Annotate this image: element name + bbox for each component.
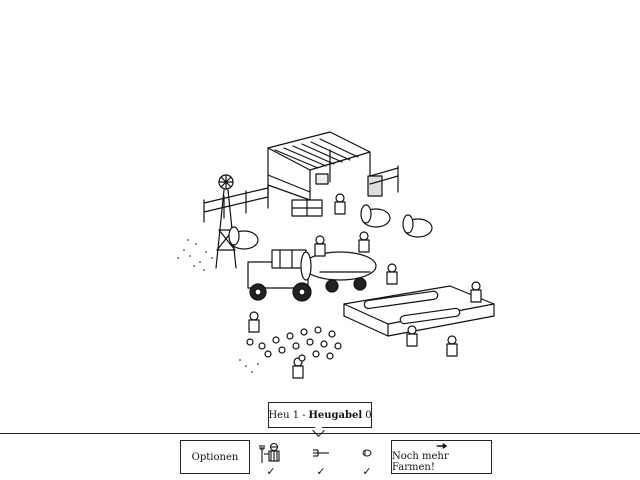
hay-icon: [362, 449, 372, 457]
farmer-with-pitchfork-icon: [259, 442, 280, 463]
tooltip-item-pitchfork-count: 0: [365, 409, 372, 421]
slot-farmer-check: ✓: [266, 465, 276, 478]
options-label: Optionen: [191, 451, 239, 463]
found-items-tooltip: Heu 1 - Heugabel 0: [268, 402, 372, 428]
fence-left: [203, 165, 399, 223]
arrow-right-icon: [436, 443, 447, 449]
target-slot-farmer[interactable]: ✓: [256, 440, 286, 480]
hud-divider: [0, 433, 640, 434]
tooltip-item-pitchfork: Heugabel: [308, 409, 363, 421]
more-farms-label: Noch mehr Farmen!: [392, 451, 449, 473]
farm-scene[interactable]: [0, 0, 640, 430]
tooltip-item-hay: Heu 1: [268, 409, 300, 421]
slot-hay-check: ✓: [362, 465, 372, 478]
crop-field: [246, 326, 342, 362]
options-button[interactable]: Optionen: [180, 440, 250, 474]
target-slot-hay[interactable]: ✓: [352, 440, 382, 480]
target-slot-pitchfork[interactable]: ✓: [306, 440, 336, 480]
hay-bales[interactable]: [228, 199, 433, 250]
tractor[interactable]: [247, 249, 377, 302]
tooltip-separator: -: [302, 409, 306, 421]
pitchfork-icon: [313, 449, 329, 457]
animal-pens[interactable]: [343, 285, 495, 337]
shed[interactable]: [267, 131, 383, 201]
windmill[interactable]: [215, 174, 237, 269]
farmers[interactable]: [248, 193, 482, 379]
ground-stipple: [177, 239, 259, 373]
more-farms-button[interactable]: Noch mehr Farmen!: [391, 440, 492, 474]
slot-pitchfork-check: ✓: [316, 465, 326, 478]
